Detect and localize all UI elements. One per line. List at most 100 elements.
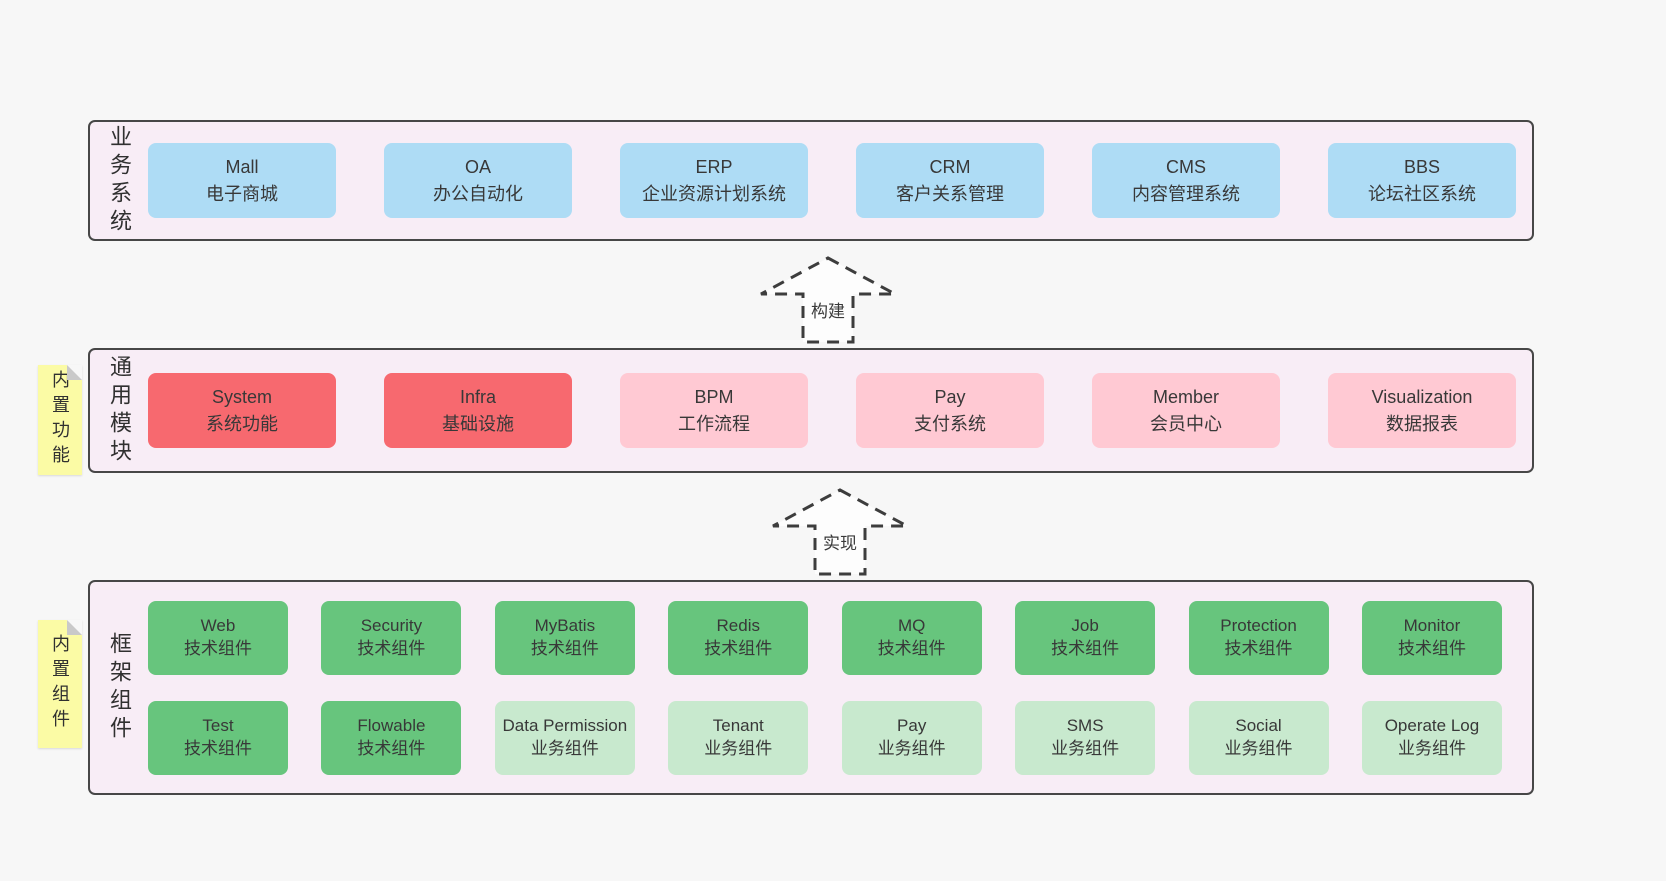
box-title: Social — [1235, 715, 1282, 735]
box-job: Job 技术组件 — [1015, 600, 1156, 675]
implement-arrow: 实现 — [770, 487, 910, 577]
dashed-up-arrow-icon — [772, 488, 908, 576]
box-subtitle: 技术组件 — [184, 738, 252, 758]
box-test: Test 技术组件 — [148, 700, 288, 775]
box-title: Web — [200, 615, 236, 635]
box-visualization: Visualization 数据报表 — [1328, 373, 1516, 448]
box-bpm: BPM 工作流程 — [620, 373, 808, 448]
section-common-modules: 通用模块 System 系统功能 Infra 基础设施 BPM 工作流程 Pay… — [88, 348, 1534, 473]
box-subtitle: 技术组件 — [184, 638, 252, 658]
box-subtitle: 业务组件 — [530, 738, 599, 758]
box-title: Security — [360, 615, 423, 635]
box-redis: Redis 技术组件 — [668, 600, 809, 675]
section-business-systems: 业务系统 Mall 电子商城 OA 办公自动化 ERP 企业资源计划系统 CRM… — [88, 120, 1534, 241]
box-title: Protection — [1220, 615, 1297, 635]
box-title: System — [211, 387, 272, 408]
modules-box-row: System 系统功能 Infra 基础设施 BPM 工作流程 Pay 支付系统… — [148, 350, 1532, 471]
box-title: Member — [1152, 387, 1219, 408]
box-mq: MQ 技术组件 — [841, 600, 982, 675]
box-data-permission: Data Permission 业务组件 — [494, 700, 635, 775]
section-framework-components: 框架组件 Web 技术组件 Security 技术组件 MyBatis 技术组件… — [88, 580, 1534, 795]
box-subtitle: 技术组件 — [704, 638, 773, 658]
box-pay-component: Pay 业务组件 — [841, 700, 982, 775]
section-label-text: 通用模块 — [107, 354, 132, 467]
box-subtitle: 支付系统 — [914, 413, 986, 434]
box-title: Pay — [934, 387, 966, 408]
box-crm: CRM 客户关系管理 — [856, 143, 1044, 218]
box-mall: Mall 电子商城 — [148, 143, 336, 218]
section-label-text: 业务系统 — [107, 124, 132, 237]
implement-arrow-label: 实现 — [823, 534, 857, 553]
box-social: Social 业务组件 — [1188, 700, 1329, 775]
section-modules-label: 通用模块 — [90, 350, 148, 471]
box-subtitle: 基础设施 — [442, 413, 514, 434]
box-subtitle: 技术组件 — [530, 638, 599, 658]
box-title: Operate Log — [1384, 715, 1480, 735]
box-erp: ERP 企业资源计划系统 — [620, 143, 808, 218]
sticky-note-builtin-functions: 内置功能 — [38, 365, 82, 475]
box-subtitle: 内容管理系统 — [1132, 183, 1240, 204]
box-title: ERP — [695, 157, 733, 178]
components-row-1: Web 技术组件 Security 技术组件 MyBatis 技术组件 Redi… — [148, 600, 1502, 675]
box-pay-module: Pay 支付系统 — [856, 373, 1044, 448]
box-cms: CMS 内容管理系统 — [1092, 143, 1280, 218]
box-title: MyBatis — [534, 615, 596, 635]
box-subtitle: 系统功能 — [206, 413, 278, 434]
box-mybatis: MyBatis 技术组件 — [494, 600, 635, 675]
box-protection: Protection 技术组件 — [1188, 600, 1329, 675]
box-title: Tenant — [712, 715, 764, 735]
box-subtitle: 企业资源计划系统 — [642, 183, 786, 204]
section-business-label: 业务系统 — [90, 122, 148, 239]
components-rows: Web 技术组件 Security 技术组件 MyBatis 技术组件 Redi… — [148, 582, 1532, 793]
box-monitor: Monitor 技术组件 — [1361, 600, 1502, 675]
box-title: OA — [464, 157, 491, 178]
section-label-text: 框架组件 — [107, 631, 132, 744]
box-subtitle: 技术组件 — [1051, 638, 1120, 658]
box-oa: OA 办公自动化 — [384, 143, 572, 218]
box-subtitle: 业务组件 — [1224, 738, 1293, 758]
box-member: Member 会员中心 — [1092, 373, 1280, 448]
box-title: Visualization — [1371, 387, 1473, 408]
box-title: Flowable — [357, 715, 426, 735]
box-subtitle: 客户关系管理 — [896, 183, 1004, 204]
dashed-up-arrow-icon — [760, 256, 896, 344]
box-subtitle: 电子商城 — [206, 183, 278, 204]
build-arrow: 构建 — [758, 255, 898, 345]
box-subtitle: 数据报表 — [1386, 413, 1458, 434]
box-subtitle: 业务组件 — [1051, 738, 1120, 758]
box-subtitle: 技术组件 — [357, 638, 426, 658]
box-subtitle: 技术组件 — [1397, 638, 1466, 658]
box-tenant: Tenant 业务组件 — [668, 700, 809, 775]
section-components-label: 框架组件 — [90, 582, 148, 793]
box-subtitle: 技术组件 — [877, 638, 946, 658]
box-subtitle: 技术组件 — [357, 738, 426, 758]
box-title: Pay — [897, 715, 927, 735]
box-subtitle: 会员中心 — [1150, 413, 1222, 434]
box-title: Job — [1071, 615, 1099, 635]
box-title: BBS — [1403, 157, 1441, 178]
box-title: Redis — [716, 615, 760, 635]
business-box-row: Mall 电子商城 OA 办公自动化 ERP 企业资源计划系统 CRM 客户关系… — [148, 122, 1532, 239]
sticky-note-text: 内置组件 — [50, 634, 70, 734]
box-title: CMS — [1166, 157, 1206, 178]
box-flowable: Flowable 技术组件 — [321, 700, 462, 775]
box-title: Data Permission — [502, 715, 628, 735]
box-system: System 系统功能 — [148, 373, 336, 448]
box-operate-log: Operate Log 业务组件 — [1361, 700, 1502, 775]
box-subtitle: 业务组件 — [877, 738, 946, 758]
box-title: BPM — [694, 387, 734, 408]
box-subtitle: 论坛社区系统 — [1368, 183, 1476, 204]
components-row-2: Test 技术组件 Flowable 技术组件 Data Permission … — [148, 700, 1502, 775]
box-subtitle: 工作流程 — [678, 413, 750, 434]
box-subtitle: 业务组件 — [1397, 738, 1466, 758]
box-title: Monitor — [1403, 615, 1461, 635]
box-title: SMS — [1066, 715, 1104, 735]
box-web: Web 技术组件 — [148, 600, 288, 675]
box-subtitle: 技术组件 — [1224, 638, 1293, 658]
box-title: Infra — [459, 387, 497, 408]
box-title: CRM — [929, 157, 971, 178]
build-arrow-label: 构建 — [811, 302, 845, 321]
box-subtitle: 办公自动化 — [433, 183, 523, 204]
box-bbs: BBS 论坛社区系统 — [1328, 143, 1516, 218]
sticky-note-builtin-components: 内置组件 — [38, 620, 82, 748]
